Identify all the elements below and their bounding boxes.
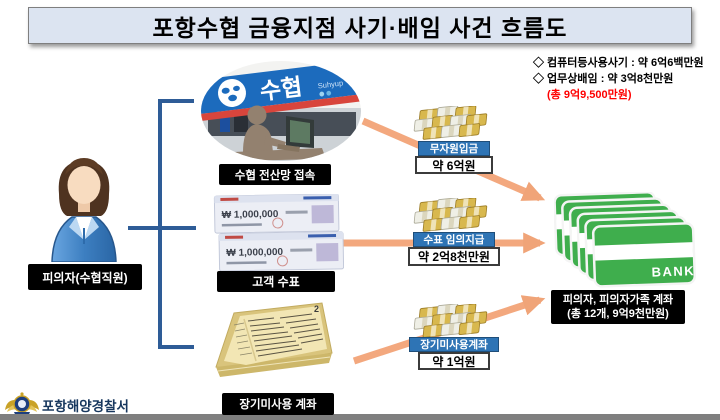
suhyup-branch-photo: 수협 Suhyup — [201, 61, 361, 161]
bank-card-front: BANK — [591, 222, 697, 288]
customer-checks-photo: ₩ 1,000,000 ₩ 1,000,000 — [213, 194, 344, 272]
method-1-name: 무자원입금 — [418, 141, 490, 156]
check-amount-text-2: ₩ 1,000,000 — [226, 247, 283, 259]
footer-organization: 포항해양경찰서 — [42, 399, 129, 414]
suspect-person-icon — [51, 158, 117, 262]
crime-summary-total: (총 9억9,500만원) — [547, 89, 632, 101]
bank-card-text: BANK — [651, 263, 695, 280]
cash-stack-icon-1 — [404, 106, 488, 146]
check-1: ₩ 1,000,000 — [213, 194, 340, 234]
crime-summary-line1: ◇ 컴퓨터등사용사기 : 약 6억6백만원 — [533, 57, 704, 69]
passbook-ledger: 2 — [204, 297, 341, 387]
method-3-amount: 약 1억원 — [418, 352, 490, 370]
destination-label-line2: (총 12개, 9억9천만원) — [567, 308, 669, 320]
check-2: ₩ 1,000,000 — [218, 231, 344, 272]
computer-user-silhouette — [230, 105, 326, 161]
bracket-bottom-stub — [158, 345, 194, 349]
method-3-name: 장기미사용계좌 — [409, 337, 499, 352]
crime-summary: ◇ 컴퓨터등사용사기 : 약 6억6백만원 ◇ 업무상배임 : 약 3억8천만원… — [533, 55, 704, 103]
destination-label-line1: 피의자, 피의자가족 계좌 — [562, 294, 674, 306]
destination-accounts-label: 피의자, 피의자가족 계좌 (총 12개, 9억9천만원) — [551, 290, 685, 324]
method-2-name: 수표 임의지급 — [413, 232, 495, 247]
source-checks-label: 고객 수표 — [217, 271, 335, 292]
bracket-middle-stub — [128, 226, 196, 230]
bottom-divider-bar — [0, 414, 720, 420]
check-amount-text-1: ₩ 1,000,000 — [222, 209, 279, 221]
suhyup-sign-subtext: Suhyup — [317, 78, 343, 90]
source-network-label: 수협 전산망 접속 — [219, 164, 331, 185]
passbook-photo-card: 2 — [204, 297, 341, 392]
bank-cards-stack: BANK — [554, 192, 697, 288]
bracket-vertical-line — [158, 99, 162, 349]
bracket-top-stub — [158, 99, 194, 103]
suspect-label: 피의자(수협직원) — [28, 264, 142, 290]
method-1-amount: 약 6억원 — [415, 156, 493, 174]
police-badge-icon — [5, 392, 39, 417]
source-dormant-label: 장기미사용 계좌 — [222, 393, 334, 415]
passbook-page-mark: 2 — [314, 304, 319, 314]
suhyup-sign-text: 수협 — [258, 74, 303, 105]
page-title: 포항수협 금융지점 사기·배임 사건 흐름도 — [28, 7, 692, 44]
crime-summary-line2: ◇ 업무상배임 : 약 3억8천만원 — [533, 73, 674, 85]
method-2-amount: 약 2억8천만원 — [408, 247, 500, 266]
